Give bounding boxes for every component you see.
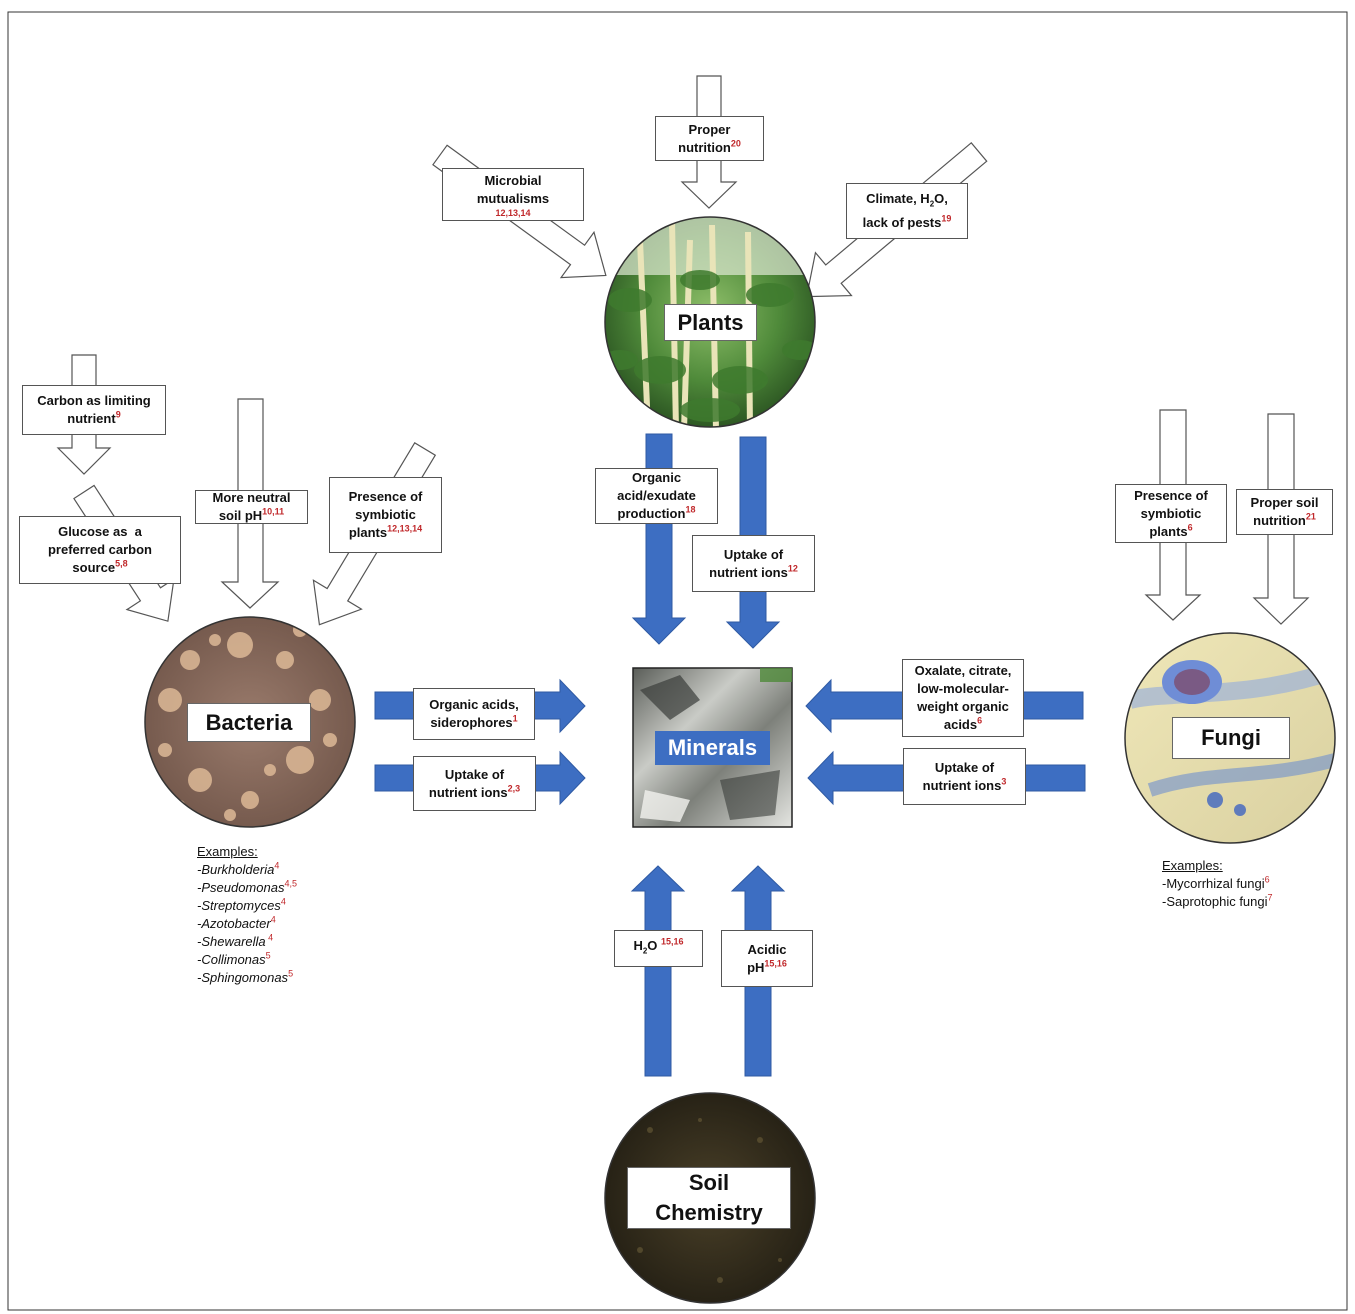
label-fungi-oxalate: Oxalate, citrate, low-molecular- weight …	[902, 659, 1024, 737]
minerals-title: Minerals	[655, 731, 770, 765]
label-carbon-limiting: Carbon as limiting nutrient9	[22, 385, 166, 435]
bacteria-example-item: -Sphingomonas5	[197, 968, 294, 985]
arrow-plants-organic	[631, 433, 687, 645]
fungi-example-item: -Mycorrhizal fungi6	[1162, 874, 1270, 891]
label-plants-uptake: Uptake of nutrient ions12	[692, 535, 815, 592]
label-climate: Climate, H2O, lack of pests19	[846, 183, 968, 239]
bacteria-examples: Examples: -Burkholderia4 -Pseudomonas4,5…	[197, 843, 297, 987]
fungi-example-item: -Saprotophic fungi7	[1162, 892, 1273, 909]
bacteria-example-item: -Azotobacter4	[197, 914, 276, 931]
bacteria-example-item: -Collimonas5	[197, 950, 271, 967]
label-bacteria-organic-acids: Organic acids, siderophores1	[413, 688, 535, 740]
plants-title: Plants	[664, 304, 757, 341]
label-soil-acidic: Acidic pH15,16	[721, 930, 813, 987]
figure-frame	[7, 11, 1348, 1311]
label-proper-nutrition: Proper nutrition20	[655, 116, 764, 161]
label-fungi-uptake: Uptake of nutrient ions3	[903, 748, 1026, 805]
label-glucose: Glucose as a preferred carbon source5,8	[19, 516, 181, 584]
bacteria-examples-heading: Examples:	[197, 844, 258, 859]
label-microbial-mutualisms: Microbial mutualisms 12,13,14	[442, 168, 584, 221]
fungi-title: Fungi	[1172, 717, 1290, 759]
label-neutral-ph: More neutral soil pH10,11	[195, 490, 308, 524]
bacteria-example-item: -Shewarella 4	[197, 932, 274, 949]
label-bacteria-uptake: Uptake of nutrient ions2,3	[413, 756, 536, 811]
label-fungi-symbiotic: Presence of symbiotic plants6	[1115, 484, 1227, 543]
soil-chemistry-title: Soil Chemistry	[627, 1167, 791, 1229]
label-plants-organic-acid: Organic acid/exudate production18	[595, 468, 718, 524]
label-fungi-nutrition: Proper soil nutrition21	[1236, 489, 1333, 535]
label-soil-water: H2O 15,16	[614, 930, 703, 967]
bacteria-title: Bacteria	[187, 703, 311, 742]
fungi-examples: Examples: -Mycorrhizal fungi6 -Saprotoph…	[1162, 857, 1273, 911]
bacteria-example-item: -Burkholderia4	[197, 860, 280, 877]
arrow-soil-water	[630, 865, 686, 1077]
fungi-examples-heading: Examples:	[1162, 858, 1223, 873]
bacteria-example-item: -Streptomyces4	[197, 896, 286, 913]
bacteria-example-item: -Pseudomonas4,5	[197, 878, 297, 895]
label-bacteria-symbiotic: Presence of symbiotic plants12,13,14	[329, 477, 442, 553]
